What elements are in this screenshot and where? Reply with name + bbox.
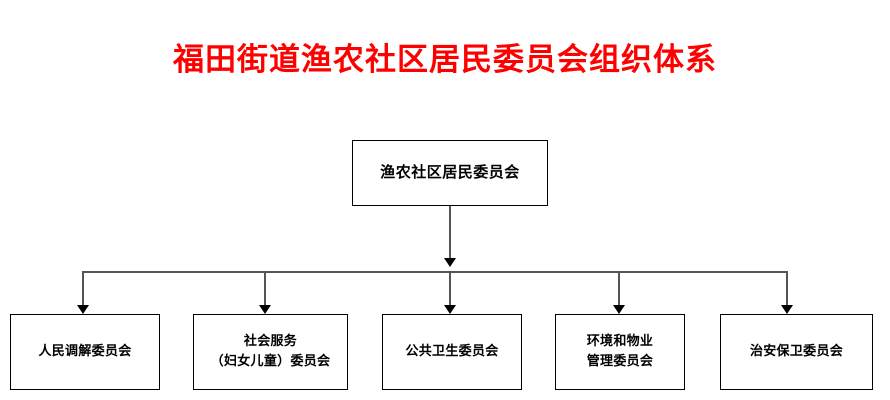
arrowhead-to-child-1 bbox=[259, 305, 271, 314]
page-title: 福田街道渔农社区居民委员会组织体系 bbox=[173, 42, 717, 78]
arrowhead-to-child-4 bbox=[781, 305, 793, 314]
connector-horizontal-bus bbox=[82, 271, 788, 273]
org-node-root[interactable]: 渔农社区居民委员会 bbox=[352, 140, 548, 206]
org-node-child-0[interactable]: 人民调解委员会 bbox=[10, 314, 160, 390]
connector-root-stem bbox=[449, 206, 451, 264]
arrowhead-to-child-0 bbox=[77, 305, 89, 314]
org-node-child-4-label: 治安保卫委员会 bbox=[749, 343, 844, 359]
org-node-root-label: 渔农社区居民委员会 bbox=[380, 163, 520, 182]
org-node-child-4[interactable]: 治安保卫委员会 bbox=[720, 314, 873, 390]
arrowhead-root-to-bus bbox=[444, 258, 456, 267]
org-node-child-1[interactable]: 社会服务 （妇女儿童）委员会 bbox=[193, 314, 348, 390]
org-node-child-3-label: 环境和物业 管理委员会 bbox=[586, 333, 654, 369]
org-node-child-1-label: 社会服务 （妇女儿童）委员会 bbox=[210, 333, 331, 369]
connector-drop-2 bbox=[449, 273, 451, 306]
connector-drop-0 bbox=[82, 273, 84, 306]
connector-drop-3 bbox=[618, 273, 620, 306]
org-node-child-2[interactable]: 公共卫生委员会 bbox=[382, 314, 522, 390]
org-node-child-0-label: 人民调解委员会 bbox=[38, 343, 132, 359]
arrowhead-to-child-2 bbox=[444, 305, 456, 314]
connector-drop-1 bbox=[264, 273, 266, 306]
org-node-child-3[interactable]: 环境和物业 管理委员会 bbox=[555, 314, 685, 390]
connector-drop-4 bbox=[786, 273, 788, 306]
org-node-child-2-label: 公共卫生委员会 bbox=[405, 343, 499, 359]
arrowhead-to-child-3 bbox=[613, 305, 625, 314]
